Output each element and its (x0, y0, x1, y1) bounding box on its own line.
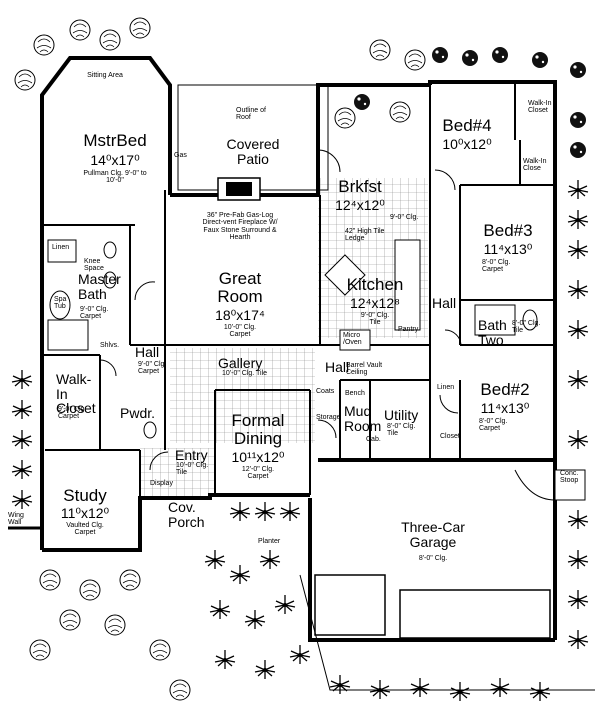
garage-note: 8'-0" Clg. (418, 555, 448, 562)
mud-room-name: Mud Room (344, 403, 382, 434)
bed2-name: Bed#2 (480, 380, 530, 399)
bath-fixtures (47, 239, 538, 439)
coats-label: Coats (316, 388, 335, 395)
bed2-size: 11⁴x13⁰ (480, 400, 530, 416)
planter-label: Planter (258, 538, 281, 545)
walk-in-close-label: Walk-In Close (523, 158, 547, 173)
covered-patio-label: Covered Patio (226, 136, 280, 167)
formal-dining-note: 12'-0" Clg. Carpet (241, 466, 275, 481)
shlvs-label: Shlvs. (100, 342, 120, 349)
bed3-name: Bed#3 (483, 221, 533, 240)
pwdr-label: Pwdr. (120, 405, 156, 421)
brkfst-size: 12⁴x12⁰ (335, 197, 385, 213)
bed3-note: 8'-0" Clg. Carpet (482, 259, 511, 274)
hall-left-name: Hall (135, 344, 160, 360)
bed2-note: 8'-0" Clg. Carpet (479, 418, 508, 433)
display-label: Display (150, 480, 173, 487)
kitchen-name: Kitchen (346, 275, 404, 294)
entry-name: Entry (175, 447, 208, 463)
kitchen-size: 12⁴x12⁸ (349, 295, 401, 311)
hall-right-name: Hall (432, 295, 457, 311)
cov-porch-label: Cov. Porch (168, 499, 205, 530)
doors (99, 149, 556, 501)
bench-label: Bench (345, 390, 365, 397)
study-size: 11⁰x12⁰ (60, 505, 110, 521)
mstr-bed-note: Pullman Clg. 9'-0" to 10'-0" (83, 170, 147, 185)
mstr-bed-name: MstrBed (83, 131, 147, 150)
spa-tub-label: Spa Tub (54, 296, 67, 311)
hall-mid-name: Hall (325, 359, 350, 375)
master-bath-note: 9'-0" Clg. Carpet (80, 306, 109, 321)
ledge-note: 42" High Tile Ledge (345, 228, 385, 243)
bath-two-note: 8'-0" Clg. Tile (512, 320, 541, 335)
micro-oven-label: Micro /Oven (343, 332, 362, 347)
bed4-name: Bed#4 (442, 116, 492, 135)
gallery-name: Gallery (218, 355, 263, 371)
kitchen-note: 9'-0" Clg. Tile (360, 312, 390, 327)
study-name: Study (63, 486, 107, 505)
cab-label: Cab. (366, 436, 381, 443)
garage-doors (314, 574, 551, 639)
sitting-area-label: Sitting Area (87, 72, 123, 79)
formal-dining-name: Formal Dining (231, 411, 285, 448)
great-room-size: 18⁰x17⁴ (215, 307, 265, 323)
utility-name: Utility (384, 407, 419, 423)
gas-label: Gas (174, 152, 187, 159)
brkfst-name: Brkfst (338, 177, 382, 196)
brkfst-note: 9'-0" Clg. (390, 214, 419, 221)
linen-label: Linen (52, 244, 70, 251)
walk-in-closet-top-label: Walk-In Closet (528, 100, 552, 115)
fireplace-symbol (217, 177, 261, 201)
gallery-note: 10'-0" Clg. Tile (222, 370, 268, 377)
pantry-label: Pantry (398, 326, 419, 333)
garage-name: Three-Car Garage (401, 519, 465, 550)
walk-in-closet-name: Walk-In Closet (56, 371, 96, 417)
bath-two-name: Bath Two (478, 317, 507, 348)
barrel-vault-label: Barrel Vault Ceiling (346, 362, 383, 377)
wing-wall-label: Wing Wall (8, 512, 24, 527)
great-room-name: Great Room (217, 269, 263, 306)
bed4-size: 10⁰x12⁰ (442, 136, 492, 152)
walk-in-closet-note: 9'-0" Clg. Carpet (58, 406, 87, 421)
entry-note: 10'-0" Clg. Tile (176, 462, 209, 477)
conc-stoop-label: Conc. Stoop (560, 470, 579, 485)
great-room-note: 10'-0" Clg. Carpet (223, 324, 257, 339)
formal-dining-size: 10¹¹x12⁰ (231, 449, 285, 465)
linen-right-label: Linen (437, 384, 455, 391)
kitchen-island (324, 239, 421, 351)
hall-left-note: 9'-0" Clg. Carpet (138, 361, 167, 376)
study-note: Vaulted Clg. Carpet (66, 522, 104, 537)
bed3-size: 11⁴x13⁰ (483, 241, 533, 257)
outline-roof-label: Outline of Roof (236, 107, 266, 122)
master-bath-name: Master Bath (78, 271, 121, 302)
knee-space-label: Knee Space (84, 258, 104, 273)
storage-label: Storage (316, 414, 341, 421)
interior-walls (42, 82, 555, 498)
closet-label: Closet (440, 433, 460, 440)
utility-note: 8'-0" Clg. Tile (387, 423, 416, 438)
fireplace-note: 36" Pre-Fab Gas-Log Direct-vent Fireplac… (202, 212, 278, 242)
mstr-bed-size: 14⁰x17⁰ (90, 152, 140, 168)
conc-stoop (554, 469, 586, 501)
